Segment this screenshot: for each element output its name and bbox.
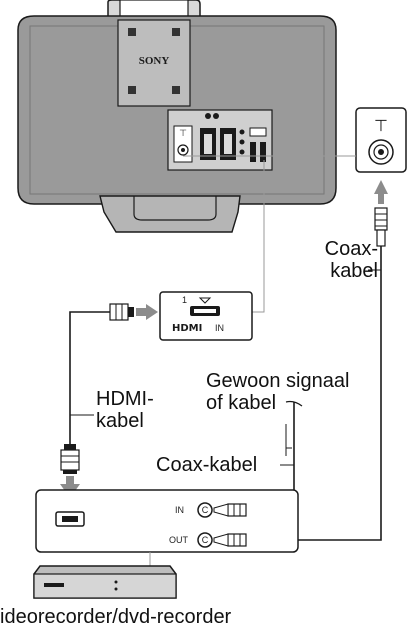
coax-bottom-label: Coax-kabel bbox=[156, 454, 258, 476]
antenna-wall-socket: ⊤ bbox=[355, 107, 407, 173]
tv-handle bbox=[107, 0, 201, 21]
hdmi-cable-line1: HDMI- bbox=[96, 388, 154, 410]
coax-cable-wall bbox=[272, 246, 382, 541]
hdmi-cable-line2: kabel bbox=[96, 410, 144, 432]
svg-text:⊤: ⊤ bbox=[374, 116, 388, 135]
svg-text:HDMI: HDMI bbox=[172, 323, 202, 334]
coax-plug-top bbox=[374, 207, 388, 247]
sony-logo: SONY bbox=[139, 55, 170, 67]
hdmi-cable bbox=[69, 311, 110, 444]
svg-text:OUT: OUT bbox=[169, 535, 189, 545]
tv-connector-panel: ⊤ bbox=[167, 109, 273, 171]
svg-text:IN: IN bbox=[175, 505, 184, 515]
svg-text:C: C bbox=[202, 535, 209, 545]
arrow-up-to-socket bbox=[374, 180, 388, 204]
signal-indicator bbox=[285, 424, 292, 449]
recorder-label: ideorecorder/dvd-recorder bbox=[0, 606, 232, 628]
coax-top-line1: Coax- bbox=[324, 238, 378, 260]
tv-stand bbox=[99, 195, 241, 233]
svg-text:⊤: ⊤ bbox=[179, 128, 187, 138]
recorder-rear-panel: IN C OUT C bbox=[35, 489, 299, 553]
svg-text:1: 1 bbox=[182, 295, 187, 305]
coax-top-line2: kabel bbox=[330, 260, 378, 282]
coax-plug-in bbox=[227, 503, 247, 517]
signal-line1: Gewoon signaal bbox=[206, 370, 350, 392]
arrow-down-to-recorder bbox=[60, 476, 80, 498]
signal-line2: of kabel bbox=[206, 392, 277, 414]
svg-text:IN: IN bbox=[215, 323, 224, 333]
recorder-device bbox=[33, 552, 177, 599]
coax-plug-out bbox=[227, 533, 247, 547]
arrow-right-to-hdmi bbox=[136, 304, 158, 320]
hdmi-plug-bottom bbox=[60, 444, 80, 474]
svg-text:C: C bbox=[202, 505, 209, 515]
hdmi-plug-top bbox=[109, 303, 134, 321]
coax-top-label: Coax- kabel bbox=[312, 238, 378, 282]
signal-label: Gewoon signaal of kabel bbox=[206, 370, 349, 414]
hdmi-callout-line bbox=[252, 160, 265, 313]
vesa-plate: SONY bbox=[117, 19, 191, 107]
hdmi-port-callout: 1 HDMI IN bbox=[159, 291, 253, 341]
hdmi-cable-label: HDMI- kabel bbox=[96, 388, 154, 432]
